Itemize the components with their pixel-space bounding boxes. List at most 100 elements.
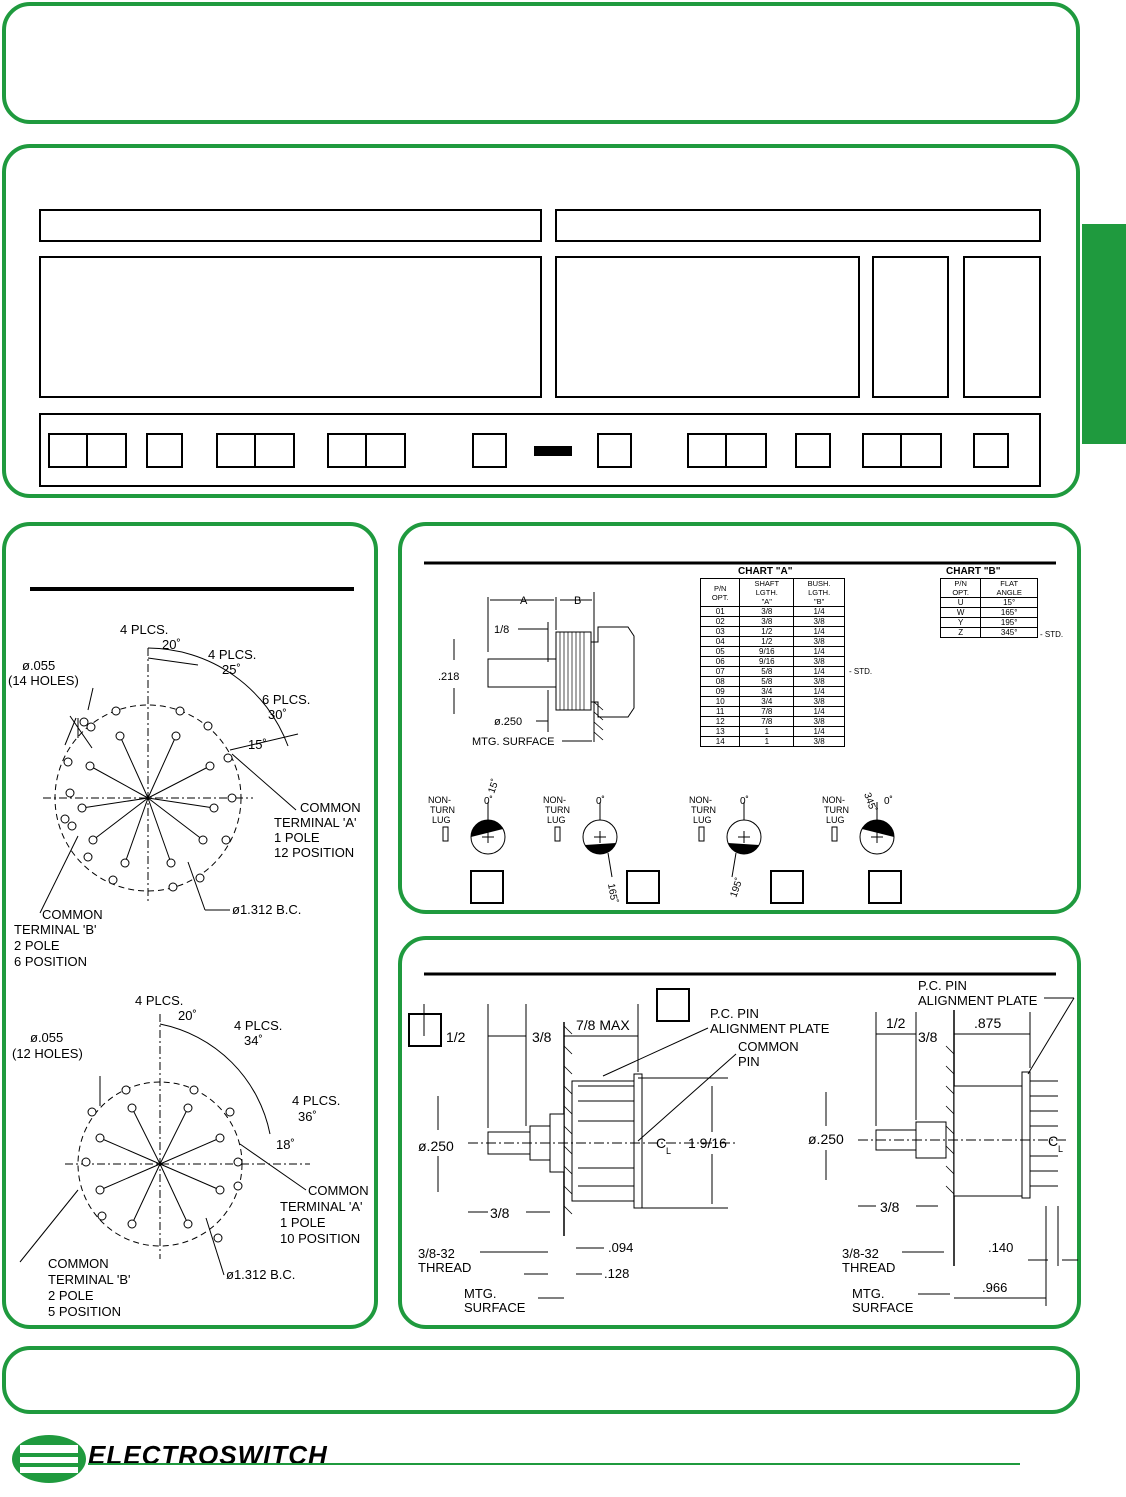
lug-label-y-1: TURN <box>691 805 716 815</box>
footer-panel <box>2 1346 1080 1414</box>
pn-cell <box>254 433 295 468</box>
mount-half: 1/2 <box>446 1029 466 1045</box>
pn-cell <box>862 433 902 468</box>
pattern-top-common-b-3: 6 POSITION <box>14 954 87 969</box>
lug-label-y-0: NON- <box>689 795 712 805</box>
mount-r-bottom-38: 3/8 <box>880 1199 900 1215</box>
brand-logo-icon <box>12 1435 86 1483</box>
pn-cell <box>86 433 127 468</box>
pattern-top-angle2-plcs: 4 PLCS. <box>208 647 256 662</box>
ordering-header-right <box>555 209 1041 242</box>
mounting-option-box-right <box>656 988 690 1022</box>
ordering-body-narrow <box>872 256 949 398</box>
pn-cell <box>900 433 942 468</box>
pn-cell <box>725 433 767 468</box>
mount-shaft-dia: ø.250 <box>418 1138 454 1154</box>
zero-w: 0˚ <box>596 795 605 807</box>
pn-cell <box>48 433 88 468</box>
pattern-bottom-angle2-val: 34˚ <box>244 1033 263 1048</box>
lug-label-w-1: TURN <box>545 805 570 815</box>
lug-label-z-0: NON- <box>822 795 845 805</box>
section-tab <box>1082 224 1126 444</box>
pattern-bottom-angle1-val: 20˚ <box>178 1008 197 1023</box>
angle-195: 195˚ <box>728 876 746 899</box>
mount-pin: PIN <box>738 1054 760 1069</box>
ordering-body-mid <box>555 256 860 398</box>
zero-u: 0˚ <box>484 795 493 807</box>
chart-a-header-bush: BUSH.LGTH."B" <box>793 578 845 607</box>
mount-thread-1: THREAD <box>418 1260 471 1275</box>
chart-a-title: CHART "A" <box>738 566 793 577</box>
mount-r-mtg-0: MTG. <box>852 1286 885 1301</box>
mount-r-966: .966 <box>982 1280 1007 1295</box>
chart-a-std: - STD. <box>849 667 872 676</box>
footer-rule <box>88 1463 1020 1465</box>
pattern-bottom-common-b-1: TERMINAL 'B' <box>48 1272 131 1287</box>
angle-345: 345˚ <box>861 791 879 814</box>
chart-b-std: - STD. <box>1040 630 1063 639</box>
pattern-top-common-b-0: COMMON <box>42 907 103 922</box>
mounting-drawing: 1/2 3/8 7/8 MAX P.C. PIN ALIGNMENT PLATE… <box>418 972 1078 1315</box>
pattern-top-drawing <box>43 647 299 903</box>
pattern-bottom-common-a-3: 10 POSITION <box>280 1231 360 1246</box>
pattern-top-common-a-1: TERMINAL 'A' <box>274 815 357 830</box>
lug-label-w-2: LUG <box>547 815 566 825</box>
pattern-top-common-a-2: 1 POLE <box>274 830 320 845</box>
pattern-top-angle1-val: 20˚ <box>162 637 181 652</box>
pattern-top-holes-count: (14 HOLES) <box>8 673 79 688</box>
pattern-top-common-a-0: COMMON <box>300 800 361 815</box>
pn-cell <box>472 433 507 468</box>
pn-cell <box>146 433 183 468</box>
pn-cell <box>216 433 256 468</box>
pattern-bottom-angle3-plcs: 4 PLCS. <box>292 1093 340 1108</box>
mounting-option-box-left <box>408 1013 442 1047</box>
mount-mtg-0: MTG. <box>464 1286 497 1301</box>
pattern-bottom-drawing <box>65 1014 310 1259</box>
pattern-top-angle2-val: 25˚ <box>222 662 241 677</box>
flat-view-z <box>831 802 895 855</box>
flat-view-y <box>698 802 762 878</box>
pattern-top-common-a-3: 12 POSITION <box>274 845 354 860</box>
option-box-y <box>770 870 804 904</box>
pattern-top-common-b-1: TERMINAL 'B' <box>14 922 97 937</box>
option-box-z <box>868 870 902 904</box>
pattern-bottom-holes-label: ø.055 <box>30 1030 63 1045</box>
pattern-bottom-angle1-plcs: 4 PLCS. <box>135 993 183 1008</box>
mount-r-shaft-dia: ø.250 <box>808 1131 844 1147</box>
mount-r-alignment-plate: ALIGNMENT PLATE <box>918 993 1038 1008</box>
pn-cell <box>597 433 632 468</box>
mount-r-half: 1/2 <box>886 1015 906 1031</box>
pattern-top-common-b-2: 2 POLE <box>14 938 60 953</box>
pattern-bottom-holes-count: (12 HOLES) <box>12 1046 83 1061</box>
pattern-bottom-common-a-2: 1 POLE <box>280 1215 326 1230</box>
lug-label-w-0: NON- <box>543 795 566 805</box>
pn-cell <box>687 433 727 468</box>
angle-15: 15˚ <box>486 777 502 795</box>
mount-r-pc-pin: P.C. PIN <box>918 978 967 993</box>
mount-common: COMMON <box>738 1039 799 1054</box>
pattern-top-angle1-plcs: 4 PLCS. <box>120 622 168 637</box>
mount-mtg-1: SURFACE <box>464 1300 526 1315</box>
shaft-mtg-surface: MTG. SURFACE <box>472 736 555 748</box>
pattern-bottom-common-b-0: COMMON <box>48 1256 109 1271</box>
pattern-bottom-common-b-3: 5 POSITION <box>48 1304 121 1319</box>
lug-label-2: LUG <box>432 815 451 825</box>
lug-label-z-1: TURN <box>824 805 849 815</box>
mount-cl: C <box>656 1135 666 1151</box>
